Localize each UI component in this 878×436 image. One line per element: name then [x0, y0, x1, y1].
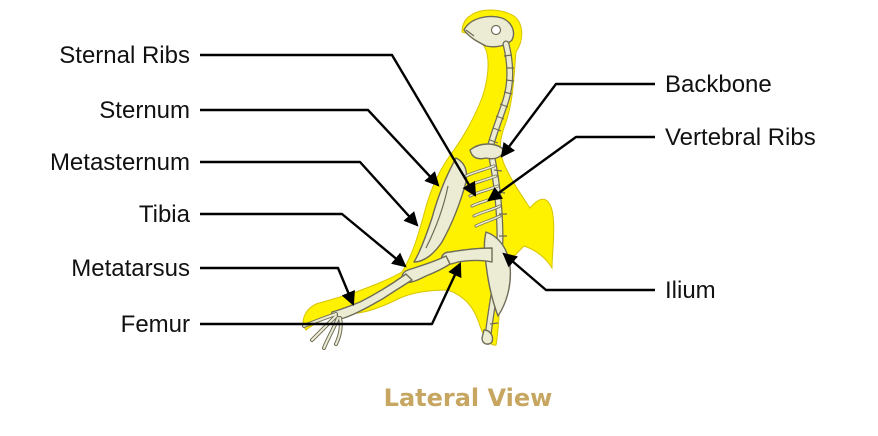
- eye-socket: [492, 26, 501, 35]
- leader-ilium: [504, 254, 655, 290]
- label-sternal-ribs: Sternal Ribs: [59, 42, 190, 69]
- label-ilium: Ilium: [665, 277, 716, 304]
- labels-left: Sternal Ribs Sternum Metasternum Tibia M…: [50, 42, 191, 338]
- leader-sternal-ribs: [200, 55, 475, 195]
- leader-metasternum: [200, 162, 417, 225]
- leader-sternum: [200, 110, 438, 185]
- labels-right: Backbone Vertebral Ribs Ilium: [665, 71, 816, 304]
- leader-tibia: [200, 214, 405, 266]
- label-vertebral-ribs: Vertebral Ribs: [665, 124, 816, 151]
- leader-backbone: [502, 84, 655, 156]
- caption-lateral-view: Lateral View: [384, 384, 553, 412]
- label-metasternum: Metasternum: [50, 149, 190, 176]
- label-metatarsus: Metatarsus: [71, 255, 190, 282]
- label-tibia: Tibia: [139, 201, 191, 228]
- label-backbone: Backbone: [665, 71, 772, 98]
- label-femur: Femur: [121, 311, 190, 338]
- label-sternum: Sternum: [99, 97, 190, 124]
- leader-metatarsus: [200, 268, 353, 304]
- bird-body-silhouette: [303, 10, 554, 345]
